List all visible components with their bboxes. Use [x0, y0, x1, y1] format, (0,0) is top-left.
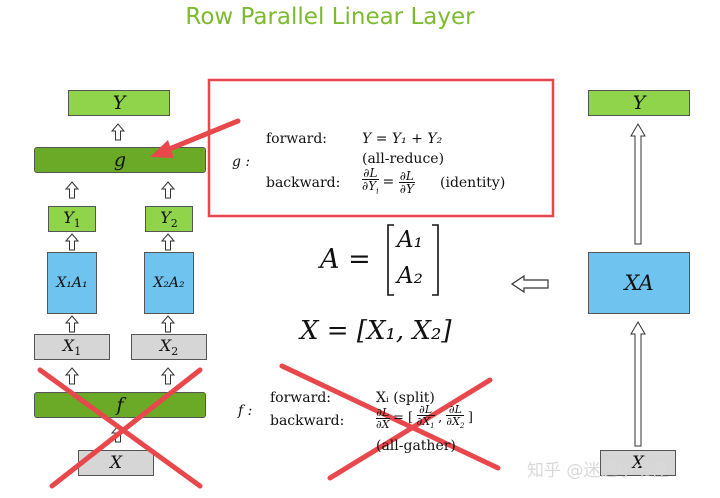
watermark: 知乎 @迷途小书僮 — [527, 461, 669, 481]
a-equation-lhs: A = — [320, 244, 371, 275]
matrix-a1: A₁ — [397, 227, 423, 253]
g-backward-label: backward: — [266, 175, 341, 191]
g-forward-note: (all-reduce) — [362, 151, 445, 167]
matrix-right-bracket — [432, 224, 439, 296]
f-operator-box: f — [34, 392, 206, 418]
y2-box: Y2 — [145, 206, 193, 232]
g-forward-eq: Y = Y₁ + Y₂ — [362, 131, 443, 147]
x2a2-box: X₂A₂ — [144, 252, 194, 314]
x1-label: X1 — [62, 335, 82, 359]
x2a2-label: X₂A₂ — [153, 275, 185, 291]
x-equation: X = [X₁, X₂] — [300, 316, 452, 346]
arrow-up-icon — [161, 233, 175, 251]
arrow-up-icon — [65, 315, 79, 333]
cross-out-line — [37, 367, 203, 489]
right-input-x-label: X — [631, 453, 645, 473]
g-def-symbol: g : — [232, 154, 251, 170]
right-input-x-box: X — [600, 450, 676, 476]
f-def-symbol: f : — [238, 403, 253, 419]
x2-label: X2 — [159, 335, 179, 359]
long-arrow-up-icon — [630, 321, 646, 447]
g-operator-box: g — [34, 147, 206, 173]
x2-box: X2 — [131, 334, 207, 360]
f-backward-eq: ∂L ∂X = [ ∂L ∂X1 , ∂L ∂X2 ] — [376, 403, 473, 431]
arrow-left-icon — [510, 274, 549, 294]
matrix-left-bracket — [387, 224, 394, 296]
f-forward-label: forward: — [270, 390, 332, 406]
f-backward-label: backward: — [270, 413, 345, 429]
x1-box: X1 — [34, 334, 110, 360]
arrow-up-icon — [161, 315, 175, 333]
g-backward-eq: ∂L ∂Yi = ∂L ∂Y — [362, 166, 415, 196]
cross-out-line — [279, 363, 501, 471]
diagram-title: Row Parallel Linear Layer — [185, 4, 475, 30]
xa-label: XA — [624, 271, 654, 295]
arrow-up-icon — [161, 181, 175, 199]
f-label: f — [116, 394, 124, 416]
right-output-y-label: Y — [632, 92, 646, 114]
highlight-box — [207, 78, 555, 218]
y1-box: Y1 — [48, 206, 96, 232]
xa-box: XA — [588, 252, 690, 314]
x1a1-box: X₁A₁ — [47, 252, 97, 314]
g-forward-label: forward: — [266, 131, 328, 147]
f-backward-note: (all-gather) — [376, 438, 456, 454]
right-output-y-box: Y — [588, 90, 690, 116]
cross-out-line — [327, 377, 493, 481]
arrow-up-icon — [161, 367, 175, 385]
output-y-box: Y — [68, 90, 170, 116]
arrow-up-icon — [111, 123, 125, 141]
matrix-a2: A₂ — [397, 263, 423, 289]
output-y-label: Y — [112, 92, 126, 114]
input-x-label: X — [109, 453, 123, 473]
x1a1-label: X₁A₁ — [56, 275, 88, 291]
arrow-up-icon — [65, 233, 79, 251]
f-forward-eq: Xᵢ (split) — [376, 390, 435, 406]
red-pointer-arrow-icon — [150, 140, 174, 158]
y2-label: Y2 — [160, 207, 178, 231]
long-arrow-up-icon — [630, 123, 646, 245]
cross-out-line — [49, 367, 203, 489]
g-backward-note: (identity) — [440, 175, 506, 191]
g-label: g — [113, 149, 127, 171]
arrow-up-icon — [65, 181, 79, 199]
y1-label: Y1 — [63, 207, 81, 231]
arrow-up-icon — [65, 367, 79, 385]
